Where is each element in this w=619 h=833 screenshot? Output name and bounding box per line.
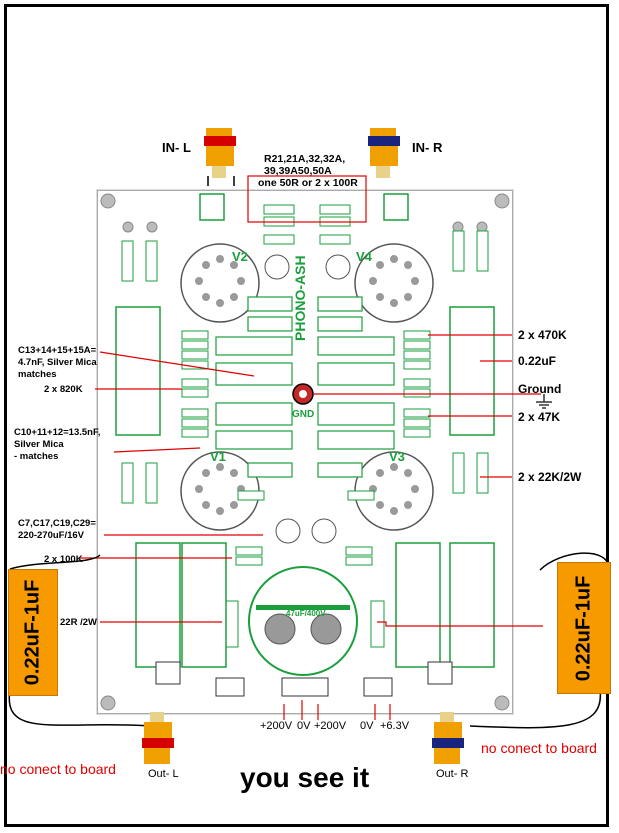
note-r47: 2 x 470K	[518, 328, 567, 342]
resistor-note-line2: 39,39A50,50A	[264, 165, 332, 177]
cap-left-box: 0.22uF-1uF	[8, 569, 58, 696]
footer-caption: you see it	[240, 762, 370, 793]
cap-right-box: 0.22uF-1uF	[557, 562, 611, 694]
resistor-note-line3: one 50R or 2 x 100R	[258, 177, 358, 189]
power-0v-a: 0V	[297, 720, 311, 732]
rca-input-right-icon	[368, 128, 400, 178]
main-cap-value: 47uF/400V	[286, 609, 326, 618]
note-c13-line1: C13+14+15+15A=	[18, 345, 97, 356]
resistor-note-line1: R21,21A,32,32A,	[264, 153, 346, 165]
note-c10-line2: Silver Mica	[14, 439, 64, 450]
valve-sockets	[180, 243, 434, 531]
power-200v-b: +200V	[314, 720, 347, 732]
rca-input-left-icon	[204, 128, 236, 178]
power-63v: +6.3V	[380, 720, 410, 732]
main-electrolytic-cap	[248, 566, 358, 676]
power-200v-a: +200V	[260, 720, 293, 732]
note-r22: 2 x 820K	[44, 384, 83, 395]
pcb-board: V2 V4 V1 V3 PHONO-ASH GND 47uF/400V	[97, 190, 513, 714]
note-r53: 22R /2W	[60, 617, 97, 628]
note-c7-line1: C7,C17,C19,C29=	[18, 518, 96, 529]
board-gnd-label: GND	[292, 409, 315, 420]
valve-v1-label: V1	[210, 449, 226, 464]
no-connect-right: no conect to board	[481, 740, 597, 756]
note-c10-line1: C10+11+12=13.5nF,	[14, 427, 101, 438]
note-c13-line2: 4.7nF, Silver Mica	[18, 357, 97, 368]
note-c28: 0.22uF	[518, 354, 557, 368]
valve-v4-label: V4	[356, 249, 372, 264]
note-r42: 2 x 47K	[518, 410, 561, 424]
valve-v3-label: V3	[389, 449, 405, 464]
note-c7-line2: 220-270uF/16V	[18, 530, 85, 541]
rca-output-left-icon	[142, 712, 174, 764]
note-ground: Ground	[518, 382, 562, 396]
note-c13-line3: matches	[18, 369, 57, 380]
note-c10-line3: - matches	[14, 451, 59, 462]
input-left-label: IN- L	[162, 140, 191, 155]
rca-output-right-icon	[432, 712, 464, 764]
input-right-label: IN- R	[412, 140, 443, 155]
outer-frame	[4, 4, 609, 827]
output-right-label: Out- R	[436, 768, 469, 780]
ground-symbol-icon	[536, 394, 552, 409]
cap-right-label: 0.22uF-1uF	[572, 575, 595, 681]
power-0v-b: 0V	[360, 720, 374, 732]
no-connect-left: no conect to board	[0, 761, 116, 777]
output-left-label: Out- L	[148, 768, 179, 780]
pcb-artwork	[100, 193, 510, 711]
note-r36: 2 x 22K/2W	[518, 470, 582, 484]
cap-left-label: 0.22uF-1uF	[21, 579, 44, 686]
note-r20: 2 x 100K	[44, 554, 83, 565]
valve-v2-label: V2	[232, 249, 248, 264]
